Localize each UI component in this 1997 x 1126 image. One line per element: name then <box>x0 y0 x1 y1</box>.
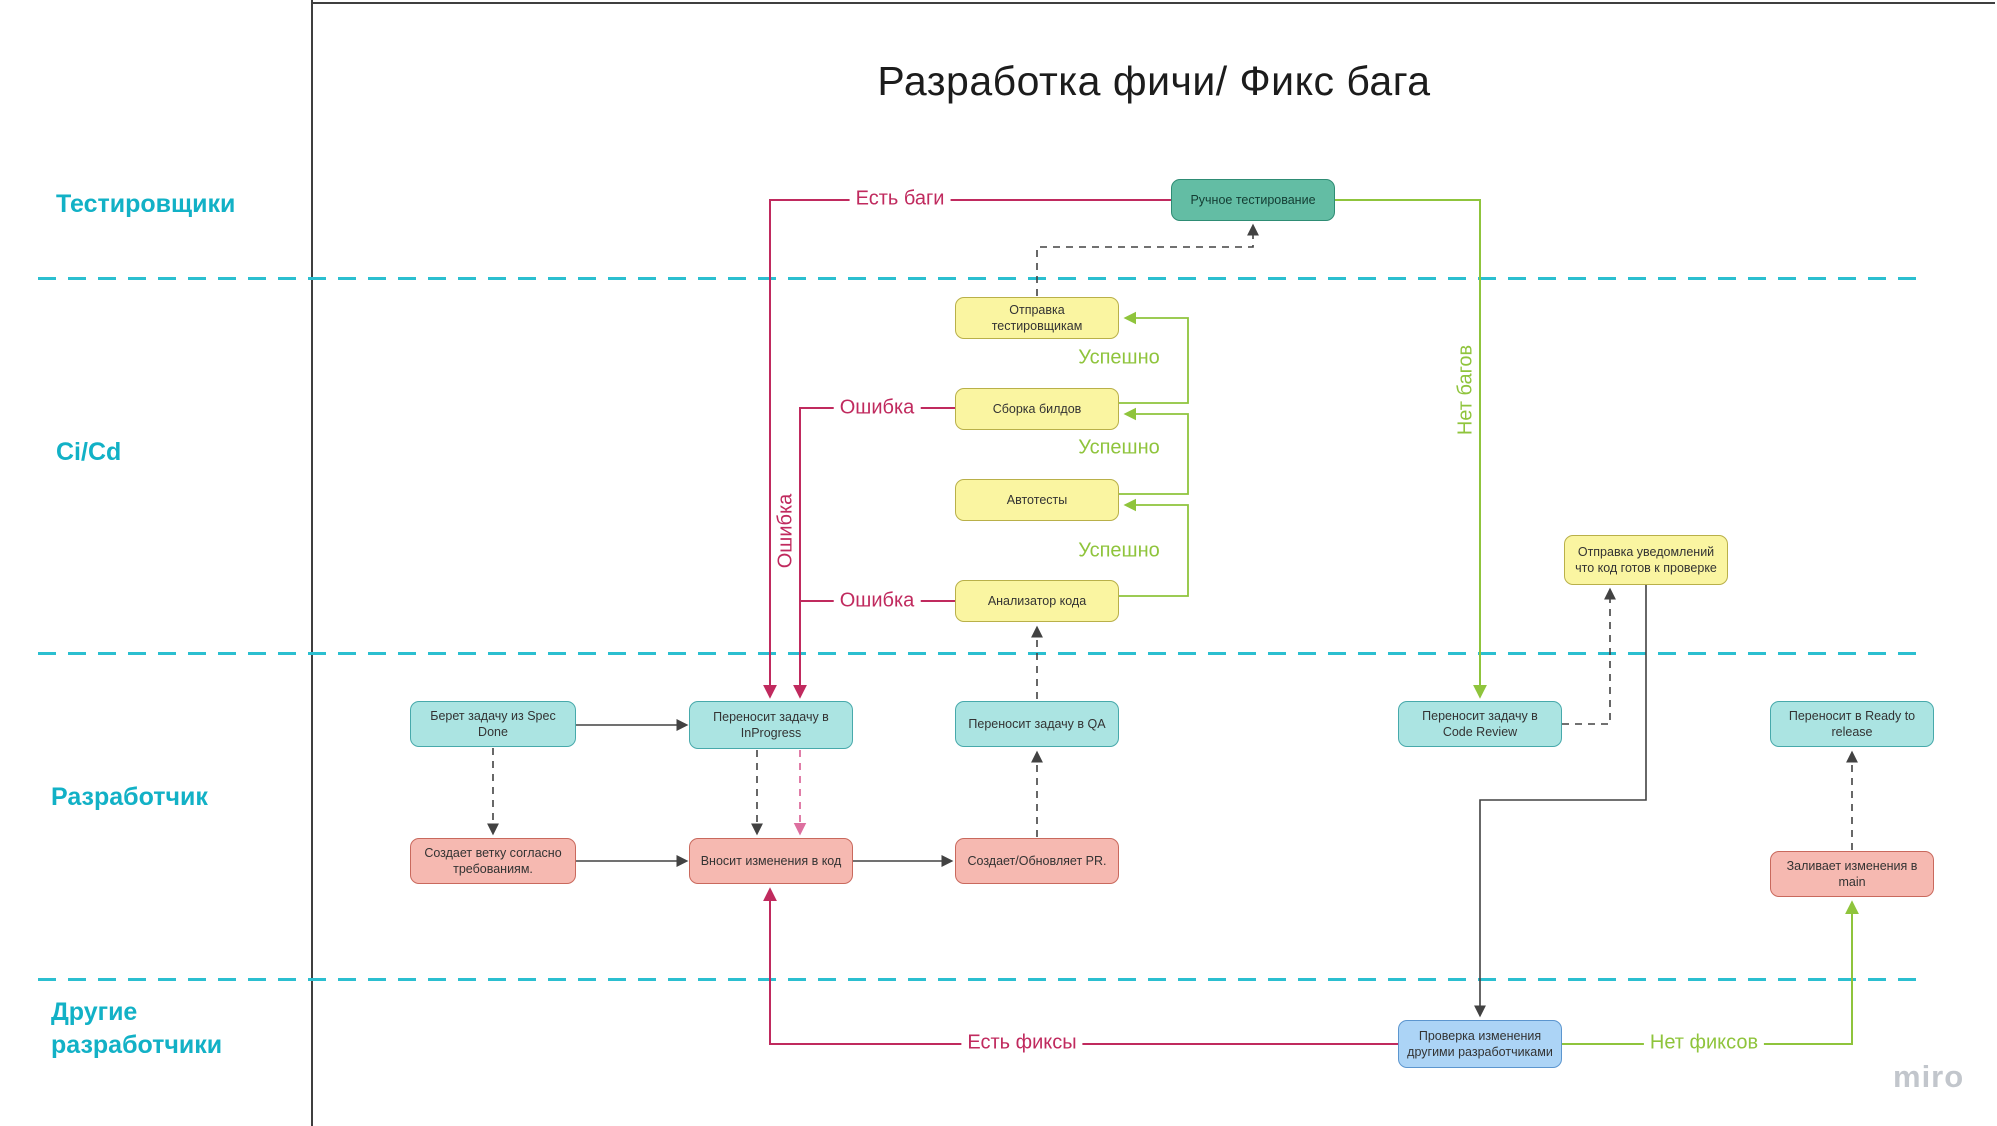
node-take-task[interactable]: Берет задачу из Spec Done <box>410 701 576 747</box>
lane-divider-3 <box>38 978 1922 981</box>
node-notify-ready[interactable]: Отправка уведомлений что код готов к про… <box>1564 535 1728 585</box>
node-merge-main[interactable]: Заливает изменения в main <box>1770 851 1934 897</box>
edge-label-success-1[interactable]: Успешно <box>1078 346 1160 369</box>
lane-divider-2 <box>38 652 1922 655</box>
edge-label-no-fixes[interactable]: Нет фиксов <box>1643 1031 1765 1055</box>
lane-divider-1 <box>38 277 1922 280</box>
lane-label-cicd[interactable]: Ci/Cd <box>56 438 122 466</box>
edge-codereview-to-notify <box>1562 587 1616 725</box>
node-autotests[interactable]: Автотесты <box>955 479 1119 521</box>
edge-has-fixes <box>763 887 1398 1045</box>
edge-label-no-bugs[interactable]: Нет багов <box>1454 344 1477 436</box>
node-create-pr[interactable]: Создает/Обновляет PR. <box>955 838 1119 884</box>
miro-logo: miro <box>1893 1059 1965 1094</box>
edge-no-bugs <box>1335 199 1487 699</box>
edge-label-has-bugs[interactable]: Есть баги <box>849 187 951 211</box>
node-manual-testing[interactable]: Ручное тестирование <box>1171 179 1335 221</box>
node-create-branch[interactable]: Создает ветку согласно требованиям. <box>410 838 576 884</box>
edge-label-error-vertical[interactable]: Ошибка <box>774 493 797 569</box>
frame-border-top <box>311 2 1995 4</box>
node-to-inprogress[interactable]: Переносит задачу в InProgress <box>689 701 853 749</box>
lane-label-testers[interactable]: Тестировщики <box>56 190 236 218</box>
edge-notify-to-peer-review <box>1474 585 1647 1018</box>
edge-label-success-2[interactable]: Успешно <box>1078 436 1160 459</box>
node-to-ready-release[interactable]: Переносит в Ready to release <box>1770 701 1934 747</box>
node-to-code-review[interactable]: Переносит задачу в Code Review <box>1398 701 1562 747</box>
node-send-to-testers[interactable]: Отправка тестировщикам <box>955 297 1119 339</box>
node-peer-review[interactable]: Проверка изменения другими разработчикам… <box>1398 1020 1562 1068</box>
edge-label-has-fixes[interactable]: Есть фиксы <box>961 1031 1083 1055</box>
edge-no-fixes <box>1562 900 1859 1045</box>
lane-label-other-developers[interactable]: Другие разработчики <box>51 998 223 1059</box>
edge-label-error-analyzer[interactable]: Ошибка <box>833 589 921 613</box>
edge-send-testers-to-manual <box>1036 223 1259 296</box>
edge-label-error-build[interactable]: Ошибка <box>833 396 921 420</box>
node-code-analyzer[interactable]: Анализатор кода <box>955 580 1119 622</box>
node-build[interactable]: Сборка билдов <box>955 388 1119 430</box>
node-to-qa[interactable]: Переносит задачу в QA <box>955 701 1119 747</box>
frame-border-left <box>311 0 313 1126</box>
lane-label-developer[interactable]: Разработчик <box>51 783 208 811</box>
node-edit-code[interactable]: Вносит изменения в код <box>689 838 853 884</box>
edge-label-success-3[interactable]: Успешно <box>1078 539 1160 562</box>
diagram-title[interactable]: Разработка фичи/ Фикс бага <box>877 58 1431 104</box>
